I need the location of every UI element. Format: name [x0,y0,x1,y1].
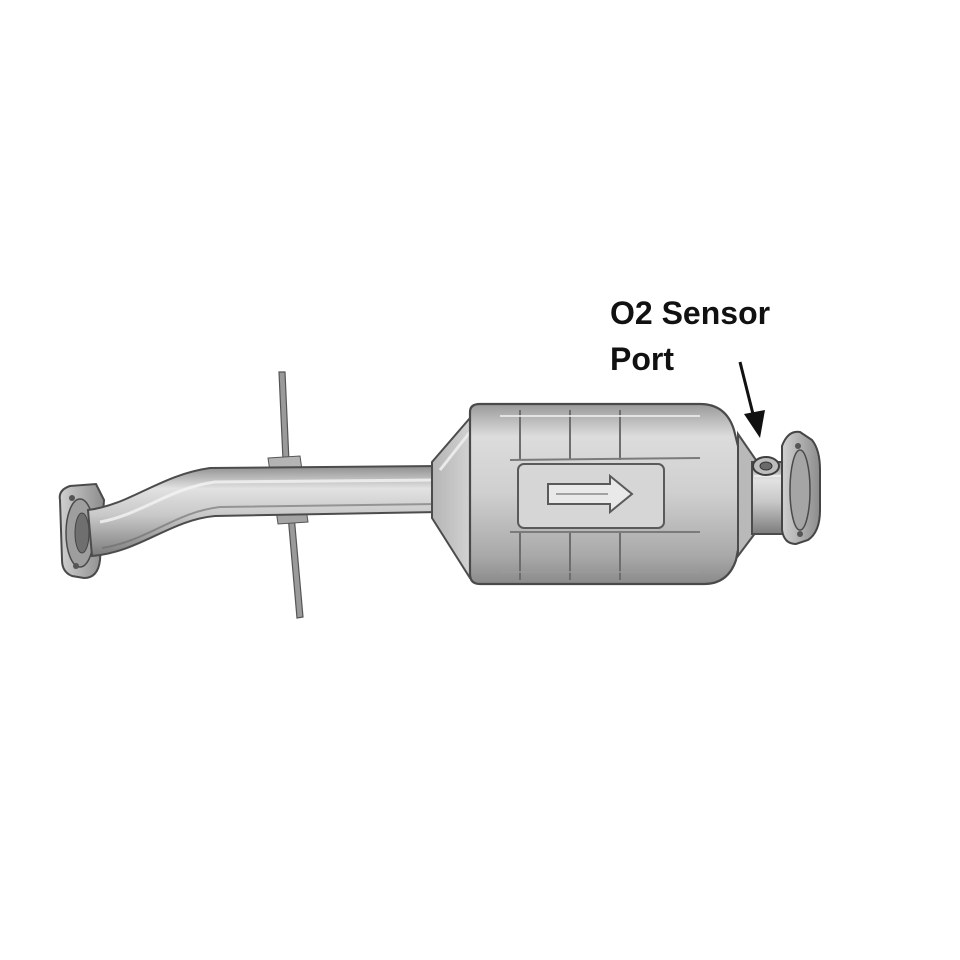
inlet-pipe [86,464,441,558]
outlet-flange [781,430,821,546]
o2-sensor-callout: O2 Sensor Port [610,290,770,382]
o2-sensor-port [752,456,780,476]
inlet-flange [58,482,106,580]
flow-arrow-icon [547,473,634,515]
callout-line-1: O2 Sensor [610,295,771,331]
callout-line-2: Port [610,341,674,377]
arrow-down-icon [738,361,765,438]
